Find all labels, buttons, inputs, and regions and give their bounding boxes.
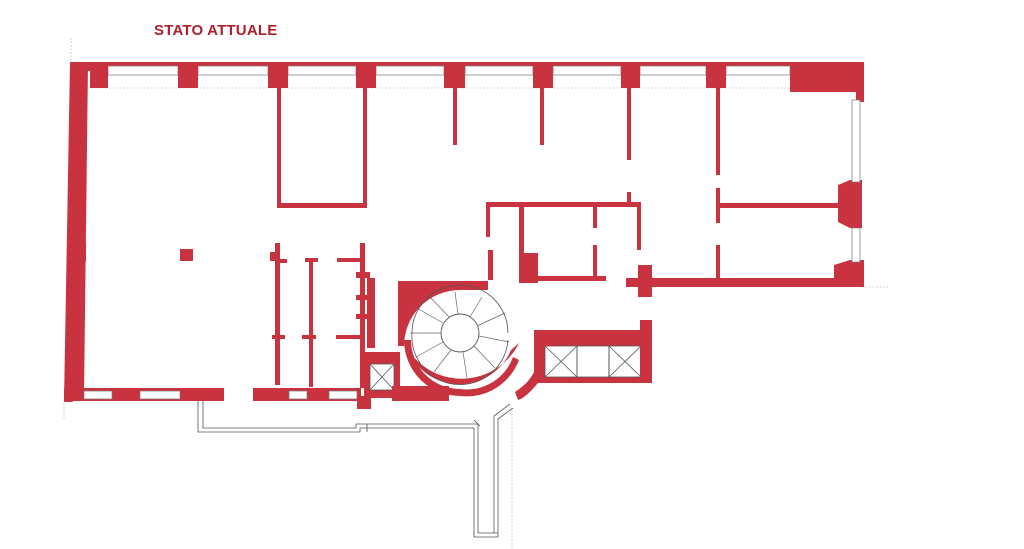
ne-corner (790, 62, 862, 92)
terrace-outline (197, 401, 514, 538)
south-wall (64, 388, 371, 409)
west-wall (64, 62, 88, 402)
service-block (515, 320, 652, 400)
north-windows (107, 65, 791, 76)
plan-title: STATO ATTUALE (154, 22, 278, 39)
north-piers (90, 62, 726, 88)
reference-lines (63, 38, 888, 549)
south-wall-east (640, 278, 862, 287)
east-windows (851, 99, 861, 263)
spiral-staircase (392, 280, 519, 401)
east-pier (838, 180, 862, 228)
interior-walls (76, 85, 840, 297)
